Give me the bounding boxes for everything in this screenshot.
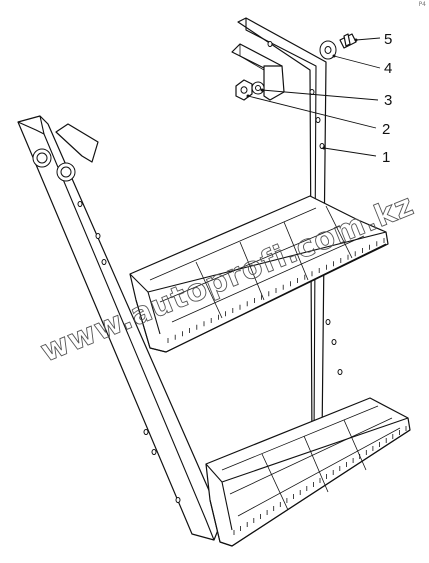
lower-step-tread: [205, 397, 411, 547]
serration-teeth: [167, 238, 385, 343]
callout-5: 5: [384, 31, 392, 48]
bolt-part-5: [339, 33, 357, 49]
nut-part-3: [251, 81, 265, 95]
lower-step-serrations: [233, 426, 407, 535]
leader-lines: [246, 37, 381, 157]
left-rail-holes: [77, 201, 181, 503]
callout-numbers: 5 4 3 2 1: [382, 31, 392, 166]
corner-mark: P4: [418, 1, 426, 8]
callout-4: 4: [384, 60, 392, 77]
upper-step-tread: [129, 195, 389, 353]
left-mount-bracket: [55, 123, 99, 163]
upper-mount-bracket: [231, 43, 285, 101]
callout-1: 1: [382, 149, 390, 166]
serration-teeth: [233, 426, 407, 535]
washer-part-4: [319, 40, 337, 60]
nut-part-2: [235, 79, 253, 101]
upper-step-serrations: [167, 238, 385, 343]
callout-3: 3: [384, 92, 392, 109]
callout-2: 2: [382, 121, 390, 138]
left-rail-bolts: [32, 148, 76, 182]
